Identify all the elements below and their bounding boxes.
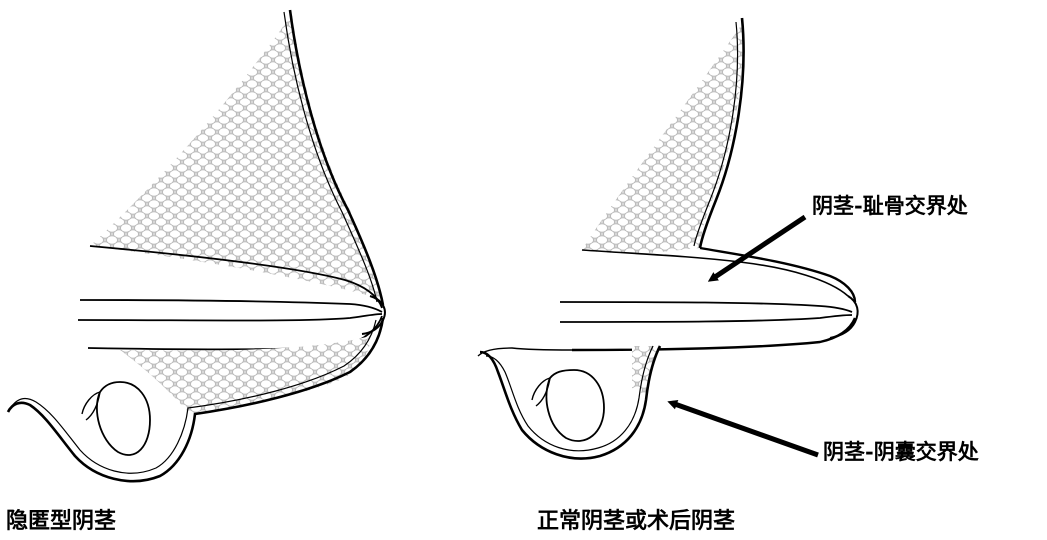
right-testis	[547, 370, 604, 441]
left-penile-shaft-middle-top	[80, 300, 382, 312]
right-penile-shaft-upper-inner	[582, 250, 848, 296]
left-suprapubic-fat	[90, 14, 382, 300]
left-testis	[97, 382, 150, 455]
right-penile-shaft-upper	[700, 248, 855, 302]
callout-penopubic-junction: 阴茎-耻骨交界处	[812, 195, 968, 216]
right-penile-shaft-middle-bottom	[560, 315, 852, 322]
caption-concealed-penis: 隐匿型阴茎	[6, 510, 116, 532]
left-penile-shaft-middle-bottom	[78, 314, 382, 321]
right-panel	[478, 18, 858, 458]
arrow-penopubic-junction	[712, 217, 805, 279]
right-suprapubic-fat	[582, 24, 743, 253]
caption-normal-or-postop-penis: 正常阴茎或术后阴茎	[537, 510, 735, 532]
arrow-penoscrotal-junction	[672, 403, 818, 455]
left-panel	[8, 10, 385, 481]
right-scrotum-top-line	[478, 348, 572, 356]
callout-penoscrotal-junction: 阴茎-阴囊交界处	[823, 441, 979, 462]
left-lower-fat	[120, 336, 370, 414]
right-penile-shaft-middle-top	[560, 302, 852, 312]
